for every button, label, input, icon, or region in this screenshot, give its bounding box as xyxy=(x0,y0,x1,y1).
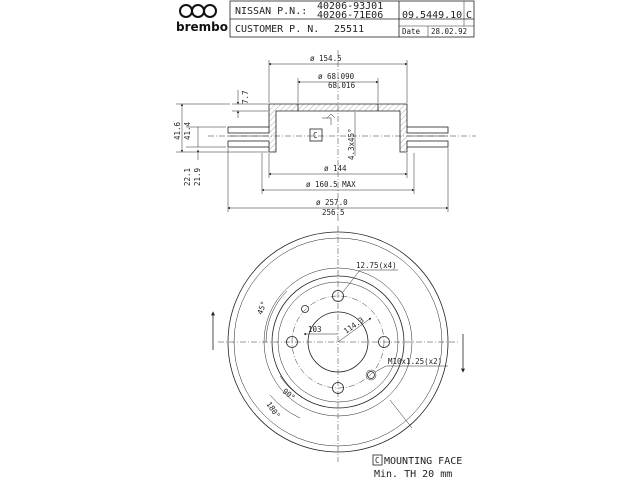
date-value: 28.02.92 xyxy=(431,27,467,36)
threaded-hole-lower-right xyxy=(367,371,375,379)
date-label: Date xyxy=(402,27,421,36)
friction-face-left-bottom xyxy=(227,140,270,148)
mounting-face-box xyxy=(372,454,383,466)
dim-diameter-144: ø 144 xyxy=(324,164,347,173)
brembo-logo: brembo xyxy=(176,4,228,34)
friction-face-right-bottom xyxy=(406,140,449,148)
nissan-pn-2: 40206-71E06 xyxy=(317,10,383,21)
dim-thickness-22-1: 22.1 xyxy=(183,168,192,186)
mounting-face-box-label: C xyxy=(375,456,380,465)
notes: C MOUNTING FACE Min. TH 20 mm xyxy=(372,454,462,480)
dim-height-7-7: 7.7 xyxy=(241,90,250,104)
dim-diameter-68-016: 68.016 xyxy=(328,81,356,90)
brand-name: brembo xyxy=(176,20,228,34)
angle-180: 180° xyxy=(264,400,282,420)
min-thickness: Min. TH 20 mm xyxy=(374,469,452,480)
dim-diameter-68-090: ø 68.090 xyxy=(318,72,355,81)
mounting-face-label: MOUNTING FACE xyxy=(384,456,462,467)
part-number: 09.5449.10 xyxy=(402,10,462,21)
nissan-pn-label: NISSAN P.N.: xyxy=(235,6,307,17)
section-view: C ø 154.5 ø 68.090 68.016 7.7 41.6 41.4 … xyxy=(173,50,476,222)
angle-45: 45° xyxy=(255,300,268,316)
dim-holes: 12.75(x4) xyxy=(356,261,397,270)
angle-90: 90° xyxy=(281,387,297,403)
dim-pcd-114-3: 114.3 xyxy=(342,315,366,335)
friction-face-right-top xyxy=(406,126,449,134)
dim-diameter-160-5: ø 160.5 MAX xyxy=(306,180,356,189)
dim-diameter-256-5: 256.5 xyxy=(322,208,345,217)
dim-height-41-4: 41.4 xyxy=(183,121,192,140)
customer-pn-label: CUSTOMER P. N. xyxy=(235,24,319,35)
dim-diameter-154-5: ø 154.5 xyxy=(310,54,342,63)
dim-height-41-6: 41.6 xyxy=(173,121,182,140)
customer-pn: 25511 xyxy=(334,24,364,35)
bolt-hole-top xyxy=(332,290,344,302)
front-view: 12.75(x4) M10x1.25(x2) 103 114.3 45° 90°… xyxy=(211,226,465,462)
threaded-hole-upper-left xyxy=(301,305,309,313)
title-block: brembo NISSAN P.N.: 40206-93J01 40206-71… xyxy=(176,0,475,38)
revision: C xyxy=(466,10,472,21)
nissan-pn-1: 40206-93J01 xyxy=(317,1,383,12)
mark-c: C xyxy=(313,131,318,140)
dim-chamfer: 4.3x45° xyxy=(347,128,356,160)
friction-face-left-top xyxy=(227,126,270,134)
bolt-hole-left xyxy=(286,336,298,348)
center-bore xyxy=(307,311,369,373)
mounting-face-marker xyxy=(309,128,323,142)
disc-outer-edge xyxy=(227,231,449,453)
dim-diameter-257-0: ø 257.0 xyxy=(316,198,348,207)
bolt-hole-bottom xyxy=(332,382,344,394)
bolt-hole-right xyxy=(378,336,390,348)
dim-pcd-103: 103 xyxy=(308,325,322,334)
dim-thickness-21-9: 21.9 xyxy=(193,168,202,186)
dim-thread: M10x1.25(x2) xyxy=(388,357,442,366)
